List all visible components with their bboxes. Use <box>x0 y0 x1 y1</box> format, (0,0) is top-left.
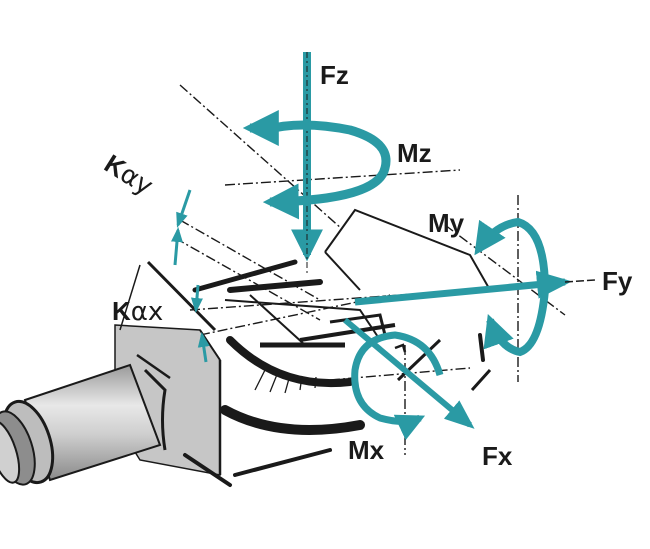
fy-arrow <box>354 270 572 306</box>
force-arrows <box>291 52 596 429</box>
fx-arrow <box>343 317 475 429</box>
sensor-body <box>192 208 492 477</box>
my-arrow <box>474 217 550 357</box>
label-my: My <box>428 208 465 238</box>
mz-arrow <box>262 120 391 220</box>
label-fx: Fx <box>482 441 513 471</box>
cylinder-shaft <box>0 363 162 486</box>
moment-arrows <box>170 110 550 441</box>
label-k-alpha-x-rest: αx <box>130 297 164 327</box>
label-mz: Mz <box>397 138 432 168</box>
label-fz: Fz <box>320 60 349 90</box>
label-fy: Fy <box>602 266 633 296</box>
label-k-alpha-x: Kαx <box>112 298 163 325</box>
label-mx: Mx <box>348 435 385 465</box>
mx-arrow <box>351 331 444 441</box>
label-k-alpha-x-k: K <box>112 296 131 326</box>
